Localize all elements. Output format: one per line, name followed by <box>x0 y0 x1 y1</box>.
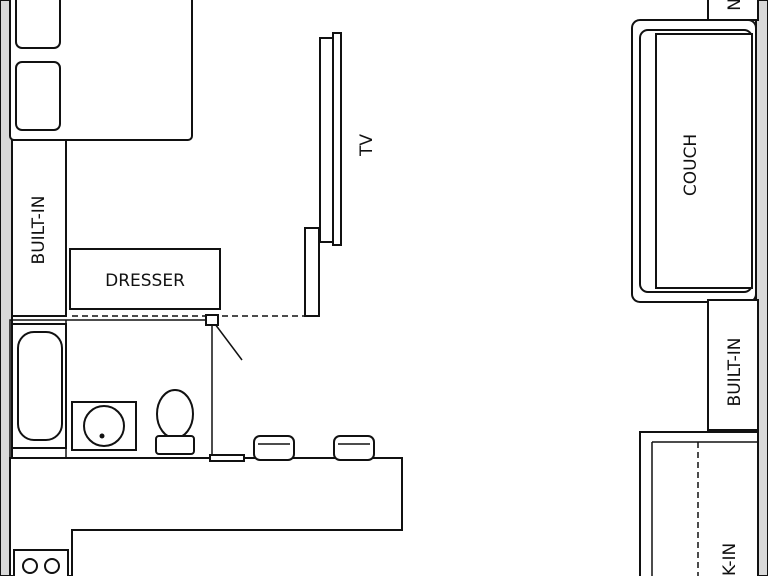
dresser: DRESSER <box>69 248 221 310</box>
kitchen-counter <box>9 454 403 576</box>
bar-stool-2 <box>333 435 375 461</box>
bathroom <box>9 314 243 459</box>
bathtub <box>11 323 67 449</box>
built-in-left: BUILT-IN <box>11 139 67 317</box>
couch: COUCH <box>631 19 757 303</box>
walk-in-closet: K-IN <box>639 431 759 576</box>
tv-wall-stub <box>304 227 320 317</box>
tv: TV <box>319 32 377 246</box>
built-in-left-label: BUILT-IN <box>29 196 49 265</box>
top-right-partial-label: N <box>725 0 745 11</box>
sink <box>71 401 137 451</box>
pillow-bottom <box>15 61 61 131</box>
stovetop <box>13 549 69 576</box>
bed <box>9 0 193 141</box>
built-in-right-label: BUILT-IN <box>725 338 745 407</box>
walk-in-closet-partial-label: K-IN <box>720 543 740 576</box>
dresser-label: DRESSER <box>105 271 185 291</box>
couch-label: COUCH <box>681 134 701 196</box>
top-right-block: N <box>707 0 759 21</box>
built-in-right: BUILT-IN <box>707 299 759 431</box>
pillow-top <box>15 0 61 49</box>
bar-stool-1 <box>253 435 295 461</box>
toilet <box>155 389 195 455</box>
tv-label: TV <box>357 134 377 157</box>
